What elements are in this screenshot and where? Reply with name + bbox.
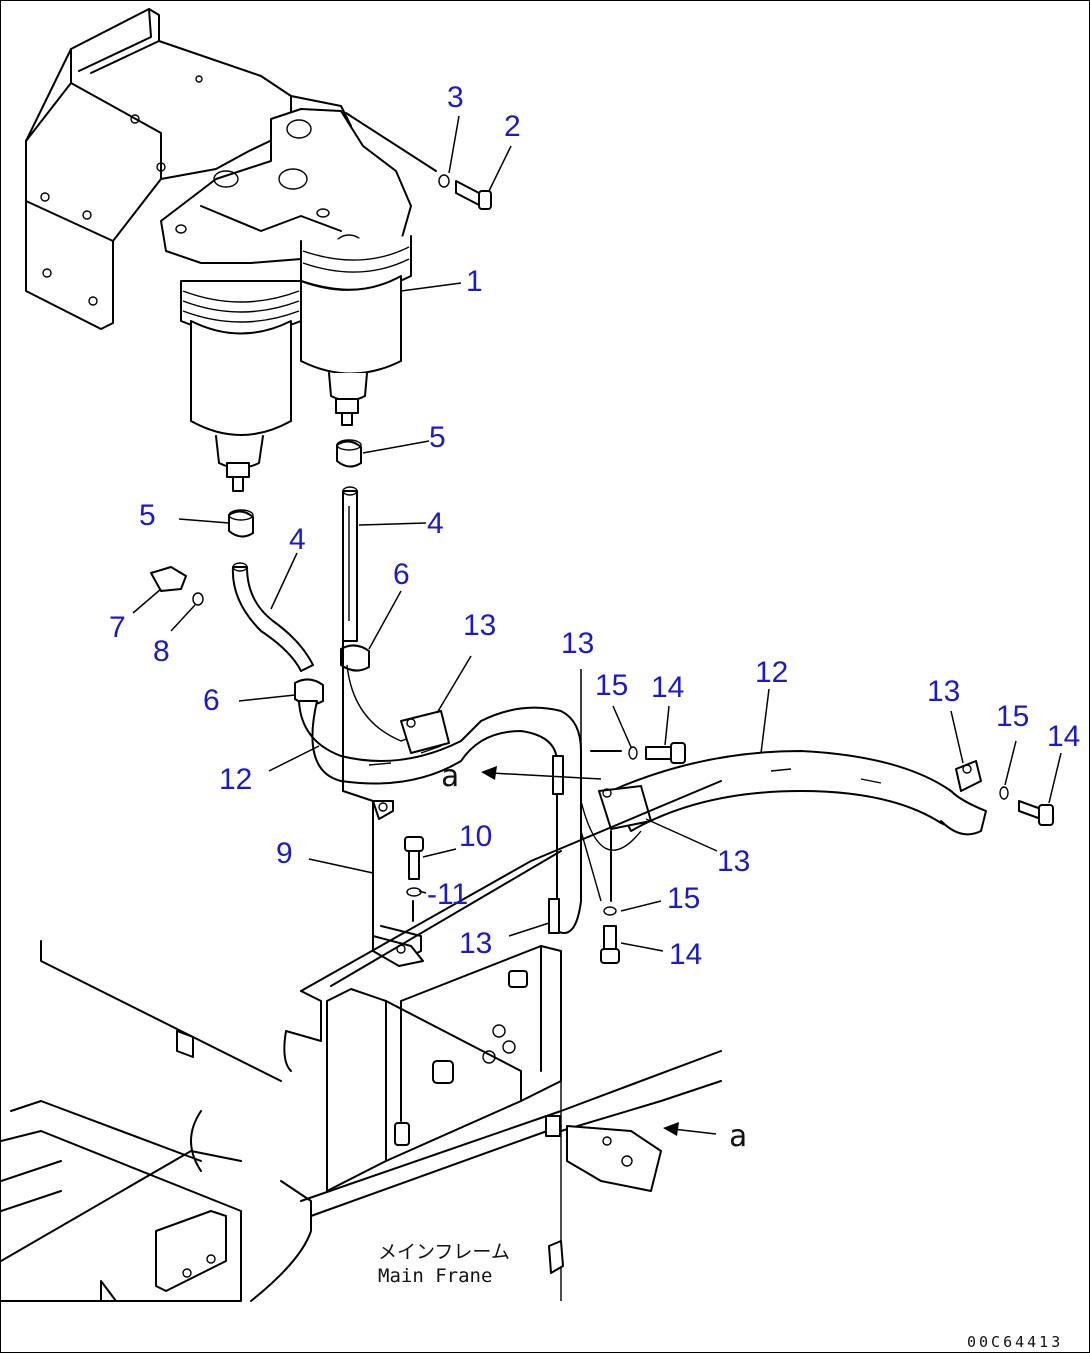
part-labels: 3 2 1 5 5 4 4 6 7 8 6 12 13 13 15 14 12 … — [109, 81, 1080, 971]
part-label-15-b: 15 — [996, 700, 1029, 733]
main-frame-label-en: Main Frane — [378, 1265, 492, 1287]
part-label-1: 1 — [466, 265, 483, 298]
view-a-arrow-lower — [663, 1122, 717, 1136]
main-frame-label-jp: メインフレーム — [378, 1241, 510, 1263]
view-a-label-upper: a — [441, 759, 459, 794]
stay-9 — [342, 640, 424, 967]
view-a-arrow-upper — [481, 766, 602, 780]
clamp-6-right — [340, 644, 370, 672]
hose-12-left — [298, 664, 582, 934]
main-frame — [1, 780, 722, 1302]
bolt-14-a — [590, 742, 686, 764]
bolt-2 — [345, 112, 492, 210]
part-label-13-a: 13 — [463, 609, 496, 642]
clip-13-d — [548, 898, 560, 934]
part-label-10: 10 — [459, 820, 492, 853]
part-label-14-a: 14 — [651, 671, 684, 704]
part-label-13-e: 13 — [927, 675, 960, 708]
drawing-code: 00C64413 — [967, 1333, 1063, 1351]
clip-13-c — [598, 785, 652, 830]
part-label-6-left: 6 — [203, 684, 220, 717]
part-label-14-c: 14 — [669, 938, 702, 971]
part-label-13-d: 13 — [459, 927, 492, 960]
part-label-12-left: 12 — [219, 763, 252, 796]
part-label-3: 3 — [447, 81, 464, 114]
part-label-12-right: 12 — [755, 656, 788, 689]
part-label-13-c: 13 — [717, 845, 750, 878]
elbow-7 — [150, 566, 204, 606]
hose-12-right — [580, 750, 987, 902]
clamp-5-left — [228, 509, 254, 538]
part-label-5-right: 5 — [429, 421, 446, 454]
part-label-2: 2 — [504, 110, 521, 143]
clip-13-e — [955, 760, 982, 792]
bolt-14-c — [600, 830, 620, 964]
clip-13-a — [400, 710, 450, 754]
part-label-8: 8 — [153, 635, 170, 668]
part-label-5-left: 5 — [139, 499, 156, 532]
part-label-15-a: 15 — [595, 669, 628, 702]
part-label-14-b: 14 — [1047, 720, 1080, 753]
view-a-hose-clip — [545, 1001, 564, 1301]
part-label-4-left: 4 — [289, 523, 306, 556]
clamp-5-right — [336, 439, 362, 468]
part-label-4-right: 4 — [427, 507, 444, 540]
hose-4-left — [231, 562, 314, 672]
part-label-7: 7 — [109, 611, 126, 644]
part-label-6-right: 6 — [393, 558, 410, 591]
leader-lines — [132, 115, 1062, 952]
part-label-15-c: 15 — [667, 882, 700, 915]
clip-13-b — [552, 755, 564, 795]
bolt-10 — [404, 836, 424, 922]
part-label-13-b: 13 — [561, 627, 594, 660]
part-label-11: -11 — [427, 878, 468, 911]
filter-element-right — [300, 235, 412, 426]
bolt-14-b — [999, 786, 1054, 826]
view-a-label-lower: a — [729, 1119, 747, 1154]
hose-4-right — [342, 486, 358, 642]
part-label-9: 9 — [276, 837, 293, 870]
filter-element-left — [180, 280, 302, 492]
